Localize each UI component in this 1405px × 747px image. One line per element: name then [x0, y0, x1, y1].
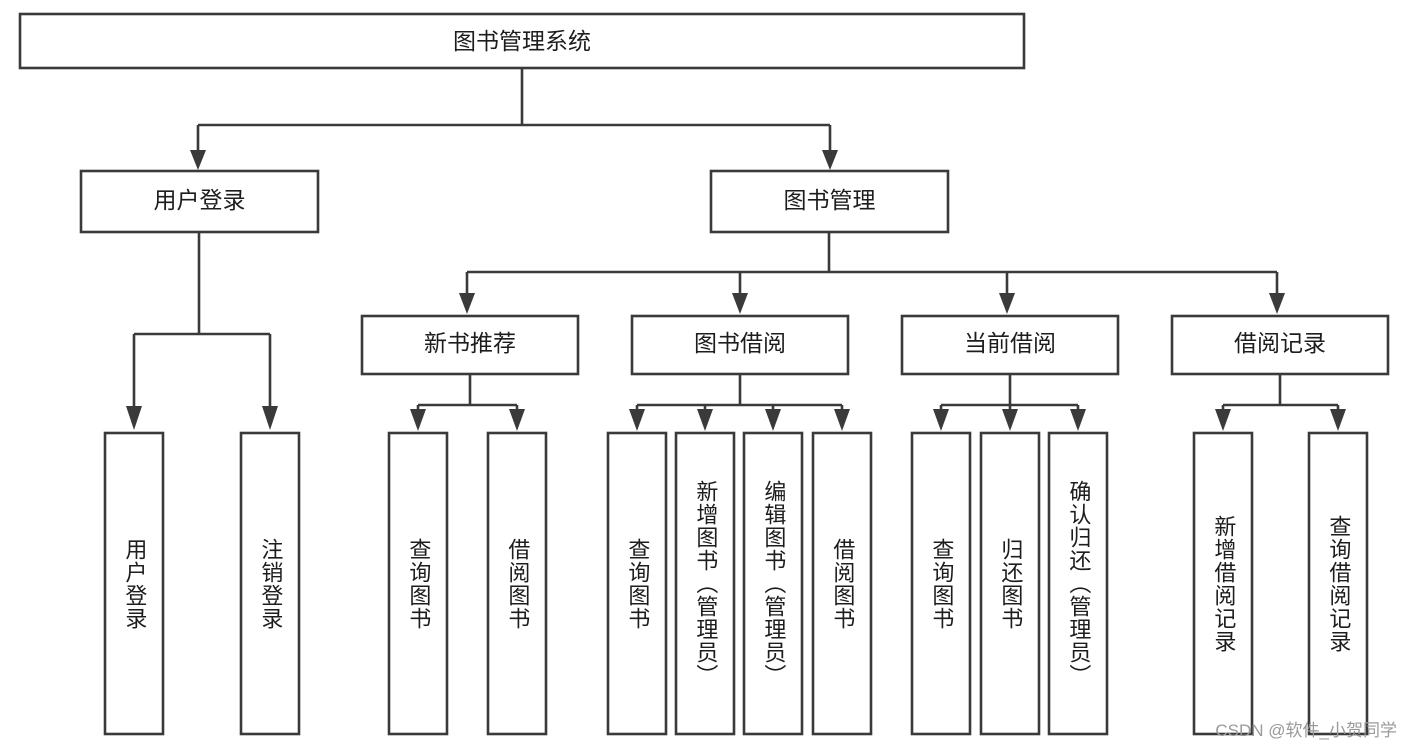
- watermark: CSDN @软件_小贺同学: [1215, 721, 1397, 740]
- connector-bookborrow-to-leaves: [629, 374, 850, 431]
- node-borrow-record-label: 借阅记录: [1234, 330, 1326, 356]
- node-current-borrow-label: 当前借阅: [964, 330, 1056, 356]
- connector-root-to-level2: [190, 68, 838, 170]
- node-leaf-rec-query[interactable]: [387, 431, 449, 736]
- node-leaf-cur-return[interactable]: [979, 431, 1041, 736]
- node-leaf-user-login[interactable]: [103, 431, 165, 736]
- node-leaf-user-logout[interactable]: [239, 431, 301, 736]
- node-borrow-record[interactable]: 借阅记录: [1170, 314, 1390, 376]
- node-leaf-rec-borrow[interactable]: [486, 431, 548, 736]
- connector-currentborrow-to-leaves: [933, 374, 1086, 431]
- node-current-borrow[interactable]: 当前借阅: [900, 314, 1120, 376]
- connector-bookmanage-to-level3: [459, 232, 1285, 314]
- node-user-login-label: 用户登录: [154, 187, 246, 213]
- node-root[interactable]: 图书管理系统: [18, 12, 1026, 70]
- connector-userlogin-to-leaves: [126, 232, 278, 430]
- connector-newbookrec-to-leaves: [410, 374, 525, 431]
- node-book-borrow[interactable]: 图书借阅: [630, 314, 850, 376]
- node-leaf-cur-query[interactable]: [910, 431, 972, 736]
- node-book-borrow-label: 图书借阅: [694, 330, 786, 356]
- node-leaf-borrow-lend[interactable]: [811, 431, 873, 736]
- node-leaf-rec-add[interactable]: [1192, 431, 1254, 736]
- node-leaf-borrow-add[interactable]: [674, 431, 736, 736]
- connector-borrowrecord-to-leaves: [1215, 374, 1346, 431]
- node-leaf-borrow-query[interactable]: [606, 431, 668, 736]
- node-new-book-rec-label: 新书推荐: [424, 330, 516, 356]
- node-user-login[interactable]: 用户登录: [79, 169, 320, 234]
- node-book-manage[interactable]: 图书管理: [709, 169, 950, 234]
- node-leaf-borrow-edit[interactable]: [742, 431, 804, 736]
- node-leaf-cur-confirm[interactable]: [1047, 431, 1109, 736]
- node-new-book-rec[interactable]: 新书推荐: [360, 314, 580, 376]
- node-book-manage-label: 图书管理: [784, 187, 876, 213]
- node-leaf-rec-search[interactable]: [1307, 431, 1369, 736]
- node-root-label: 图书管理系统: [453, 28, 591, 54]
